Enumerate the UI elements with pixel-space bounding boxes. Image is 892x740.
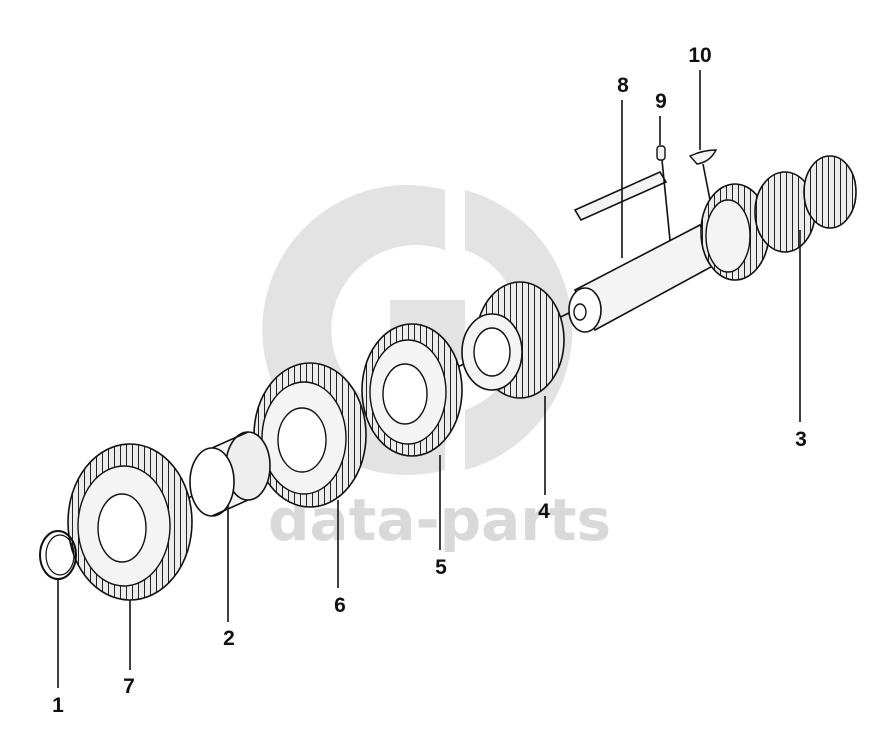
- callout-1: 1: [52, 694, 64, 717]
- callout-4: 4: [538, 500, 550, 523]
- callout-5: 5: [435, 556, 447, 579]
- part-pin: [656, 145, 666, 161]
- part-bushing: [189, 431, 271, 517]
- part-cluster-shaft: [568, 155, 857, 333]
- part-gear-with-hub: [461, 281, 565, 399]
- part-gear-7: [67, 443, 193, 601]
- callout-7: 7: [123, 675, 135, 698]
- callout-2: 2: [223, 627, 235, 650]
- part-snap-ring: [39, 530, 77, 580]
- leader-lines: [57, 70, 801, 688]
- part-key: [573, 170, 668, 222]
- part-gear-6: [253, 362, 367, 508]
- callout-6: 6: [334, 594, 346, 617]
- callout-8: 8: [617, 74, 629, 97]
- part-gear-5: [361, 323, 463, 457]
- callout-9: 9: [655, 90, 667, 113]
- callout-10: 10: [688, 44, 711, 67]
- part-woodruff-key: [688, 149, 718, 165]
- callout-3: 3: [795, 428, 807, 451]
